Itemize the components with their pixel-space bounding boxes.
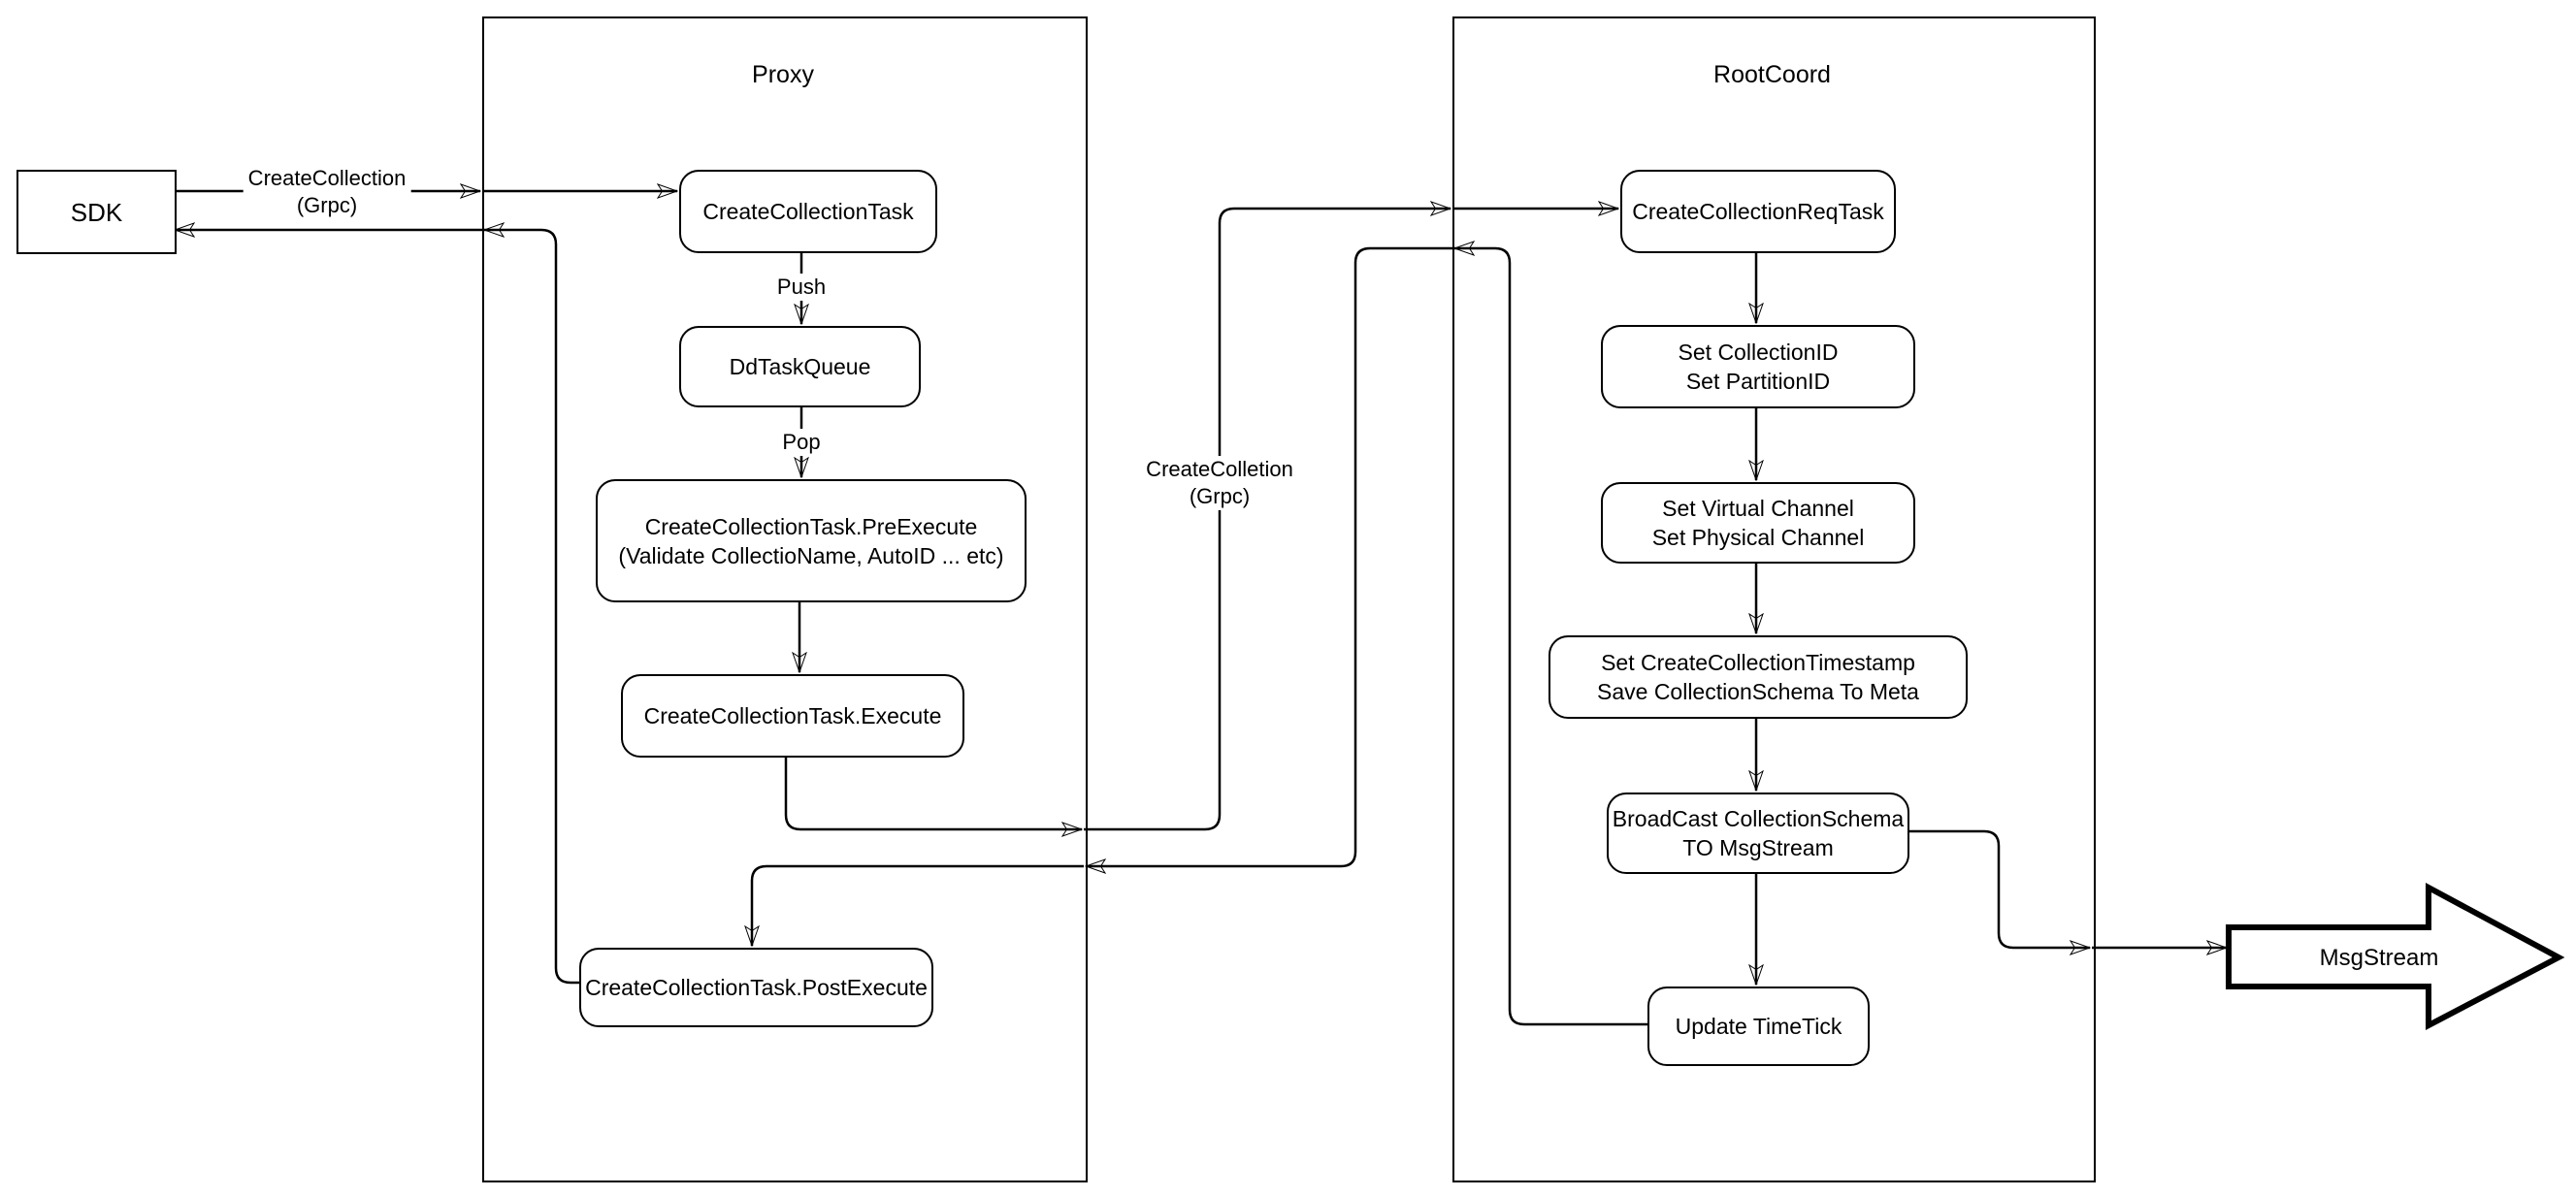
set-timestamp-node: Set CreateCollectionTimestamp Save Colle… xyxy=(1549,635,1968,719)
dd-task-queue-label: DdTaskQueue xyxy=(729,354,871,379)
update-time-tick-label: Update TimeTick xyxy=(1675,1014,1842,1039)
dd-task-queue-node: DdTaskQueue xyxy=(679,326,921,407)
broadcast-label: BroadCast CollectionSchema TO MsgStream xyxy=(1612,806,1905,860)
edge-label-push: Push xyxy=(771,274,831,301)
set-channels-node: Set Virtual Channel Set Physical Channel xyxy=(1601,482,1915,564)
rootcoord-container-title: RootCoord xyxy=(1713,61,1831,88)
edge-label-sdk-grpc: CreateCollection (Grpc) xyxy=(243,165,411,219)
pre-execute-label: CreateCollectionTask.PreExecute (Validat… xyxy=(618,513,1004,568)
set-ids-node: Set CollectionID Set PartitionID xyxy=(1601,325,1915,408)
edge-updatetimetick-out xyxy=(1454,248,1647,1026)
execute-label: CreateCollectionTask.Execute xyxy=(643,703,942,728)
pre-execute-node: CreateCollectionTask.PreExecute (Validat… xyxy=(596,479,1027,602)
execute-node: CreateCollectionTask.Execute xyxy=(621,674,964,758)
edge-gap-up-to-rootcoord xyxy=(1084,209,1451,831)
rootcoord-container xyxy=(1452,16,2096,1182)
set-ids-label: Set CollectionID Set PartitionID xyxy=(1678,340,1839,394)
edge-label-proxy-grpc: CreateColletion (Grpc) xyxy=(1141,456,1298,510)
post-execute-node: CreateCollectionTask.PostExecute xyxy=(579,948,933,1027)
sdk-node: SDK xyxy=(16,170,177,254)
set-timestamp-label: Set CreateCollectionTimestamp Save Colle… xyxy=(1597,650,1919,704)
create-collection-task-node: CreateCollectionTask xyxy=(679,170,937,253)
proxy-container-title: Proxy xyxy=(752,61,814,88)
edge-execute-out xyxy=(784,754,1082,829)
edge-postexecute-to-proxy-border xyxy=(484,230,579,985)
proxy-container xyxy=(482,16,1088,1182)
edge-label-pop: Pop xyxy=(777,429,826,456)
sdk-label: SDK xyxy=(70,197,123,227)
edge-proxy-border-to-postexecute xyxy=(752,864,1084,946)
post-execute-label: CreateCollectionTask.PostExecute xyxy=(585,975,928,1000)
edge-gap-down-to-proxy xyxy=(1086,246,1452,866)
set-channels-label: Set Virtual Channel Set Physical Channel xyxy=(1651,496,1865,550)
update-time-tick-node: Update TimeTick xyxy=(1647,987,1870,1066)
broadcast-node: BroadCast CollectionSchema TO MsgStream xyxy=(1607,793,1909,874)
create-collection-task-label: CreateCollectionTask xyxy=(702,199,914,224)
create-collection-req-task-label: CreateCollectionReqTask xyxy=(1632,199,1884,224)
msgstream-arrow-shape xyxy=(2226,882,2565,1030)
edge-broadcast-out xyxy=(1906,829,2090,948)
create-collection-req-task-node: CreateCollectionReqTask xyxy=(1620,170,1896,253)
msgstream-label: MsgStream xyxy=(2319,945,2439,971)
